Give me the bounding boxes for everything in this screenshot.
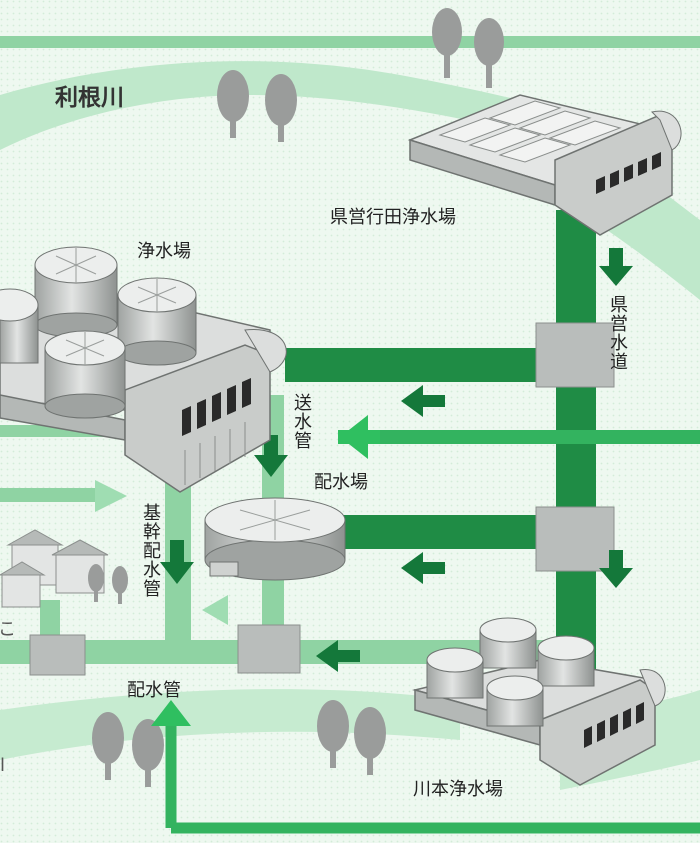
tree-icon bbox=[92, 712, 124, 780]
storage-tank-group bbox=[0, 246, 197, 419]
pipe-junction bbox=[535, 506, 615, 572]
edge-mark-2: l bbox=[0, 755, 6, 776]
reservoir-label: 配水場 bbox=[314, 472, 368, 493]
storage-tank-group bbox=[426, 617, 595, 727]
flow-arrow bbox=[160, 540, 194, 584]
house-icon bbox=[0, 561, 46, 608]
reservoir-tank bbox=[204, 497, 346, 581]
storage-tank bbox=[426, 647, 484, 699]
tree-group-bottom bbox=[92, 700, 386, 787]
storage-tank bbox=[0, 288, 39, 364]
tree-icon bbox=[432, 8, 462, 78]
flow-arrow bbox=[338, 415, 380, 459]
flow-arrow bbox=[202, 595, 228, 625]
tree-icon bbox=[265, 74, 297, 142]
tree-group-top bbox=[217, 8, 504, 142]
storage-tank bbox=[44, 330, 126, 419]
flow-arrow bbox=[254, 435, 288, 477]
tree-group-small bbox=[88, 564, 128, 604]
plant-label: 浄水場 bbox=[137, 241, 191, 262]
storage-tank bbox=[537, 635, 595, 687]
flow-arrow bbox=[599, 550, 633, 588]
tree-icon bbox=[88, 564, 104, 602]
house-group bbox=[0, 529, 109, 608]
pipe-junction-group bbox=[29, 322, 615, 676]
kawamoto-plant-label: 川本浄水場 bbox=[413, 779, 503, 800]
flow-arrow-group-dark bbox=[160, 248, 633, 672]
pref-plant-label: 県営行田浄水場 bbox=[330, 207, 456, 228]
storage-tank bbox=[486, 675, 544, 727]
tree-icon bbox=[354, 707, 386, 775]
supply-pipe bbox=[340, 430, 700, 444]
return-pipe bbox=[165, 720, 700, 834]
distribution-pipe-label: 配水管 bbox=[127, 680, 181, 701]
flow-arrow bbox=[599, 248, 633, 286]
flow-arrow-group-bright bbox=[151, 415, 380, 726]
pipe-junction bbox=[237, 624, 301, 674]
edge-mark-1: こ bbox=[0, 619, 16, 640]
flow-arrow-group-light bbox=[95, 480, 228, 625]
pipe-junction bbox=[535, 322, 615, 388]
transmission-pipe-label: 送水管 bbox=[291, 393, 312, 450]
storage-tank bbox=[117, 277, 197, 366]
flow-arrow bbox=[401, 552, 445, 584]
river-label: 利根川 bbox=[55, 85, 124, 111]
dark-pipes bbox=[285, 210, 596, 690]
pref-water-label: 県営水道 bbox=[607, 295, 628, 371]
tree-icon bbox=[474, 18, 504, 88]
tree-icon bbox=[217, 70, 249, 138]
water-plant-building bbox=[407, 94, 682, 236]
pipe-junction bbox=[29, 634, 86, 676]
trunk-pipe-label: 基幹配水管 bbox=[140, 503, 161, 598]
tree-icon bbox=[132, 719, 164, 787]
flow-arrow bbox=[401, 385, 445, 417]
flow-arrow bbox=[95, 480, 127, 512]
tree-icon bbox=[112, 566, 128, 604]
flow-arrow bbox=[316, 640, 360, 672]
top-pipe bbox=[0, 36, 700, 48]
tree-icon bbox=[317, 700, 349, 768]
water-plant-building bbox=[412, 659, 666, 786]
flow-arrow bbox=[151, 700, 191, 726]
storage-tank bbox=[34, 246, 118, 338]
storage-tank bbox=[479, 617, 537, 669]
